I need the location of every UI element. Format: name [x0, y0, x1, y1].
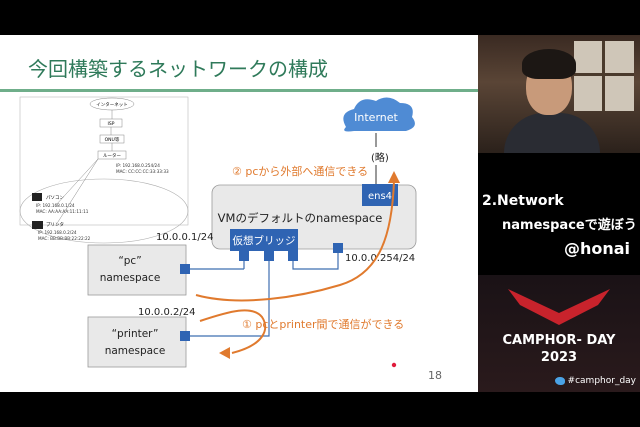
virtual-bridge-box	[230, 229, 298, 251]
pc-ip: 10.0.0.1/24	[156, 232, 213, 243]
speaker-camera-feed	[478, 35, 640, 153]
camera-background-window	[574, 41, 634, 111]
gateway-ip: 10.0.0.254/24	[345, 253, 415, 264]
inset-internet: インターネット	[96, 101, 128, 108]
twitter-icon	[554, 376, 565, 385]
inset-printer-icon	[32, 221, 43, 229]
bridge-port-1	[239, 251, 249, 261]
camphor-logo-icon	[508, 289, 610, 325]
virtual-bridge-label: 仮想ブリッジ	[233, 234, 296, 247]
talk-title-line2: namespaceで遊ぼう	[502, 218, 637, 233]
talk-title-line1: 2.Network	[482, 193, 564, 209]
inset-pc-mac: MAC: AA:AA:AA:11:11:11	[36, 209, 89, 214]
inset-lan-ellipse	[19, 178, 189, 244]
arrow2-label: ② pcから外部へ通信できる	[232, 164, 368, 178]
laser-pointer-dot	[391, 362, 397, 368]
inset-figure: インターネット ISP ONU等 ルーター IP: 192.168.0.254/…	[19, 96, 189, 252]
arrow1-label: ① pcとprinter間で通信ができる	[242, 317, 404, 331]
printer-namespace-box	[87, 316, 187, 368]
inset-printer-ip: IP: 192.168.0.2/24	[38, 230, 77, 235]
presentation-slide: 今回構築するネットワークの構成 インターネット ISP ONU等 ルーター IP…	[0, 35, 478, 392]
arrow2-head	[388, 171, 400, 183]
vm-namespace-label: VMのデフォルトのnamespace	[218, 211, 383, 225]
printer-port	[180, 331, 190, 341]
internet-cloud-icon	[343, 97, 415, 132]
pc-namespace-line1: “pc”	[118, 255, 141, 267]
inset-router: ルーター	[103, 152, 121, 159]
inset-router-box	[97, 150, 127, 160]
pc-port	[180, 264, 190, 274]
printer-namespace-line2: namespace	[105, 345, 166, 357]
hashtag-text: #camphor_day	[567, 376, 636, 386]
pc-namespace-line2: namespace	[100, 272, 161, 284]
inset-printer-mac: MAC: BB:BB:BB:22:22:22	[38, 236, 91, 241]
inset-router-ip: IP: 192.168.0.254/24	[116, 163, 160, 168]
inset-isp: ISP	[108, 121, 115, 127]
event-banner: CAMPHOR- DAY 2023 #camphor_day	[478, 275, 640, 392]
inset-printer-label: プリンタ	[46, 221, 64, 228]
talk-info-panel: 2.Network namespaceで遊ぼう @honai	[478, 153, 640, 275]
hashtag: #camphor_day	[554, 376, 636, 386]
bridge-port-3	[288, 251, 298, 261]
flow-arrows	[195, 180, 395, 354]
printer-namespace-line1: “printer”	[112, 328, 159, 340]
inset-router-mac: MAC: CC:CC:CC:33:33:33	[116, 169, 169, 174]
title-divider	[0, 89, 478, 92]
page-number: 18	[428, 369, 442, 382]
inset-pc-label: パソコン	[46, 195, 64, 201]
speaker-handle: @honai	[563, 239, 630, 258]
network-diagram: インターネット ISP ONU等 ルーター IP: 192.168.0.254/…	[19, 96, 417, 368]
camera-speaker-body	[504, 113, 600, 153]
pc-namespace-box	[87, 244, 187, 296]
gateway-port	[333, 243, 343, 253]
veth-links	[190, 253, 339, 337]
camera-speaker-hair	[522, 49, 576, 79]
ens4-label: ens4	[368, 191, 392, 202]
bridge-port-2	[264, 251, 274, 261]
inset-pc-icon	[32, 193, 42, 201]
inset-pc-ip: IP: 192.168.0.1/24	[36, 203, 75, 208]
event-name: CAMPHOR- DAY	[502, 333, 616, 348]
printer-ip: 10.0.0.2/24	[138, 307, 195, 318]
inset-onu: ONU等	[105, 136, 120, 143]
event-year: 2023	[540, 350, 578, 365]
internet-label: Internet	[354, 111, 398, 124]
arrow1-head	[219, 347, 230, 359]
omitted-label: (略)	[371, 151, 389, 164]
ens4-box	[362, 184, 398, 206]
slide-title: 今回構築するネットワークの構成	[28, 57, 328, 81]
